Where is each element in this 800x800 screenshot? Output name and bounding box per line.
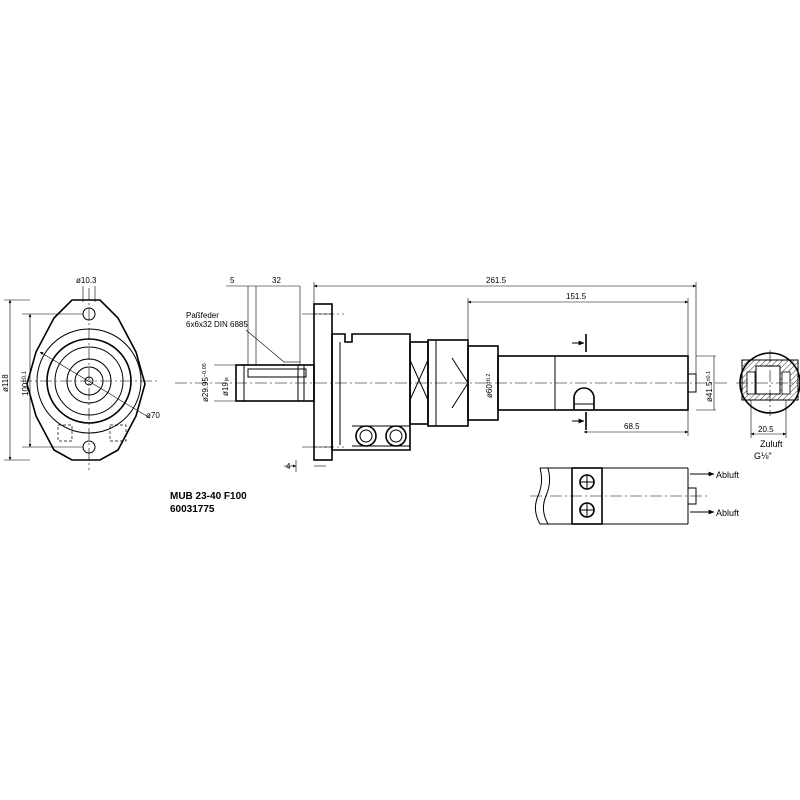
keyway [247, 368, 307, 378]
dim-261-5: 261.5 [486, 276, 507, 285]
body-dia-value: ø60 [485, 384, 494, 398]
side-view: 5 32 261.5 151.5 68.5 4 Paßfeder 6x6x32 … [175, 276, 730, 472]
bore-dia-label: ø70 [146, 411, 160, 420]
flange-outline [26, 299, 146, 461]
part-number-label: 60031775 [170, 504, 215, 515]
pitch-dia-value: 100 [21, 382, 30, 396]
section-view: 20.5 Zuluft G⅛" [736, 350, 800, 461]
tail-dia-tol: ±0.1 [706, 371, 712, 382]
tail-dia-value: ø41.5 [705, 381, 714, 402]
front-port-1 [57, 424, 73, 442]
shaft-dia-inner: ø19js [221, 377, 230, 396]
key-label: Paßfeder [186, 311, 219, 320]
front-port-2 [109, 424, 127, 442]
section-core [755, 365, 781, 395]
outer-dia-label: ø118 [1, 374, 10, 392]
shaft-dia-outer: ø29.95−0.05 [201, 363, 210, 402]
shaft-dia-inner-tol: js [224, 377, 230, 382]
key-spec: 6x6x32 DIN 6885 [186, 320, 248, 329]
supply-label: Zuluft [760, 439, 783, 449]
exhaust-label-1: Abluft [716, 470, 740, 480]
dim-68-5: 68.5 [624, 422, 640, 431]
tail-dia: ø41.5±0.1 [705, 371, 714, 402]
dim-32: 32 [272, 276, 281, 285]
tail-slot [573, 387, 595, 410]
bottom-tail-end [687, 487, 697, 505]
hole-dia-label: ø10.3 [76, 276, 97, 285]
exhaust-label-2: Abluft [716, 508, 740, 518]
shaft-dia-inner-value: ø19 [221, 382, 230, 396]
body-dia-tol: ±0.2 [486, 374, 492, 385]
model-label: MUB 23-40 F100 [170, 491, 247, 502]
port-1-inner [359, 429, 373, 443]
port-2 [385, 425, 407, 447]
valve-block [571, 467, 603, 525]
dim-4: 4 [286, 462, 291, 471]
body-dia: ø60±0.2 [485, 374, 494, 398]
port-1 [355, 425, 377, 447]
title-block: MUB 23-40 F100 60031775 [170, 491, 247, 515]
bottom-view: Abluft Abluft [530, 467, 740, 525]
pitch-dia-tol: ±0.1 [22, 370, 28, 382]
shaft-dia-outer-value: ø29.95 [201, 377, 210, 402]
dim-151-5: 151.5 [566, 292, 587, 301]
port-2-inner [389, 429, 403, 443]
dim-5: 5 [230, 276, 235, 285]
dim-20-5: 20.5 [758, 425, 774, 434]
shaft-dia-outer-tol: −0.05 [202, 363, 208, 377]
front-view: ø10.3 ø118 100±0.1 ø70 [1, 276, 160, 470]
pitch-dia-label: 100±0.1 [21, 370, 30, 396]
main-body [331, 333, 411, 451]
tail-end [687, 373, 697, 393]
thread-label: G⅛" [754, 451, 772, 461]
flange-side [313, 303, 333, 461]
